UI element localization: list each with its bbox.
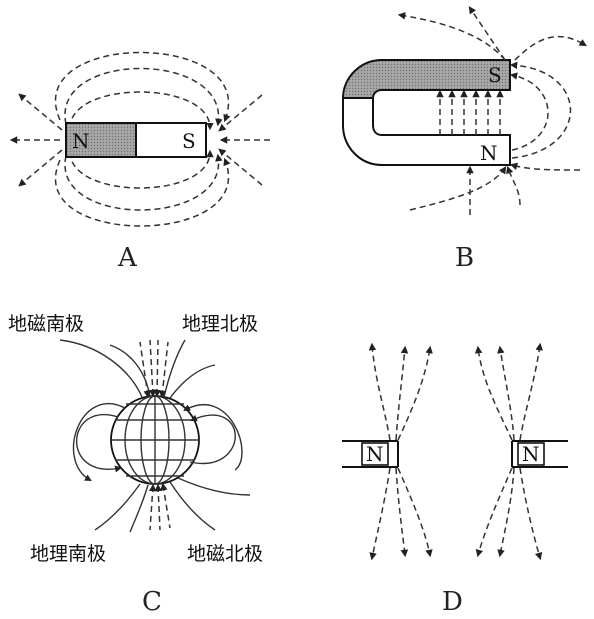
left-magnet-pole-label: N <box>366 442 384 466</box>
horseshoe-south-arm <box>341 59 511 99</box>
horseshoe-north-label: N <box>480 141 498 165</box>
panel-a-label: A <box>117 243 138 273</box>
panel-a-field-lines <box>9 51 270 227</box>
panel-c-label: C <box>142 587 162 617</box>
panel-d-label: D <box>442 587 463 617</box>
panel-b: S N B <box>341 6 587 273</box>
horseshoe-magnet: S N <box>341 59 511 166</box>
label-geographic-north-pole: 地理北极 <box>182 313 258 335</box>
panel-d-field-lines <box>368 342 543 561</box>
panel-d: N N D <box>342 342 568 617</box>
label-geomagnetic-north-pole: 地磁北极 <box>187 543 263 565</box>
label-geomagnetic-south-pole: 地磁南极 <box>8 313 84 335</box>
left-magnet: N <box>342 440 399 468</box>
panel-b-field-lines <box>397 6 587 215</box>
bar-magnet-north-label: N <box>72 129 90 153</box>
panel-c: 地磁南极 地理北极 地理南极 地磁北极 <box>8 313 263 617</box>
panel-a: N S A <box>9 51 270 273</box>
right-magnet-pole-label: N <box>522 442 540 466</box>
bar-magnet-south-half <box>135 122 207 158</box>
bar-magnet: N S <box>65 122 207 158</box>
earth-field-lines <box>59 339 251 533</box>
horseshoe-south-label: S <box>488 63 502 87</box>
right-magnet: N <box>511 440 568 468</box>
horseshoe-north-arm <box>342 97 511 166</box>
panel-b-label: B <box>455 243 474 273</box>
label-geographic-south-pole: 地理南极 <box>30 543 106 565</box>
bar-magnet-south-label: S <box>182 129 196 153</box>
bar-magnet-north-half <box>65 122 137 158</box>
